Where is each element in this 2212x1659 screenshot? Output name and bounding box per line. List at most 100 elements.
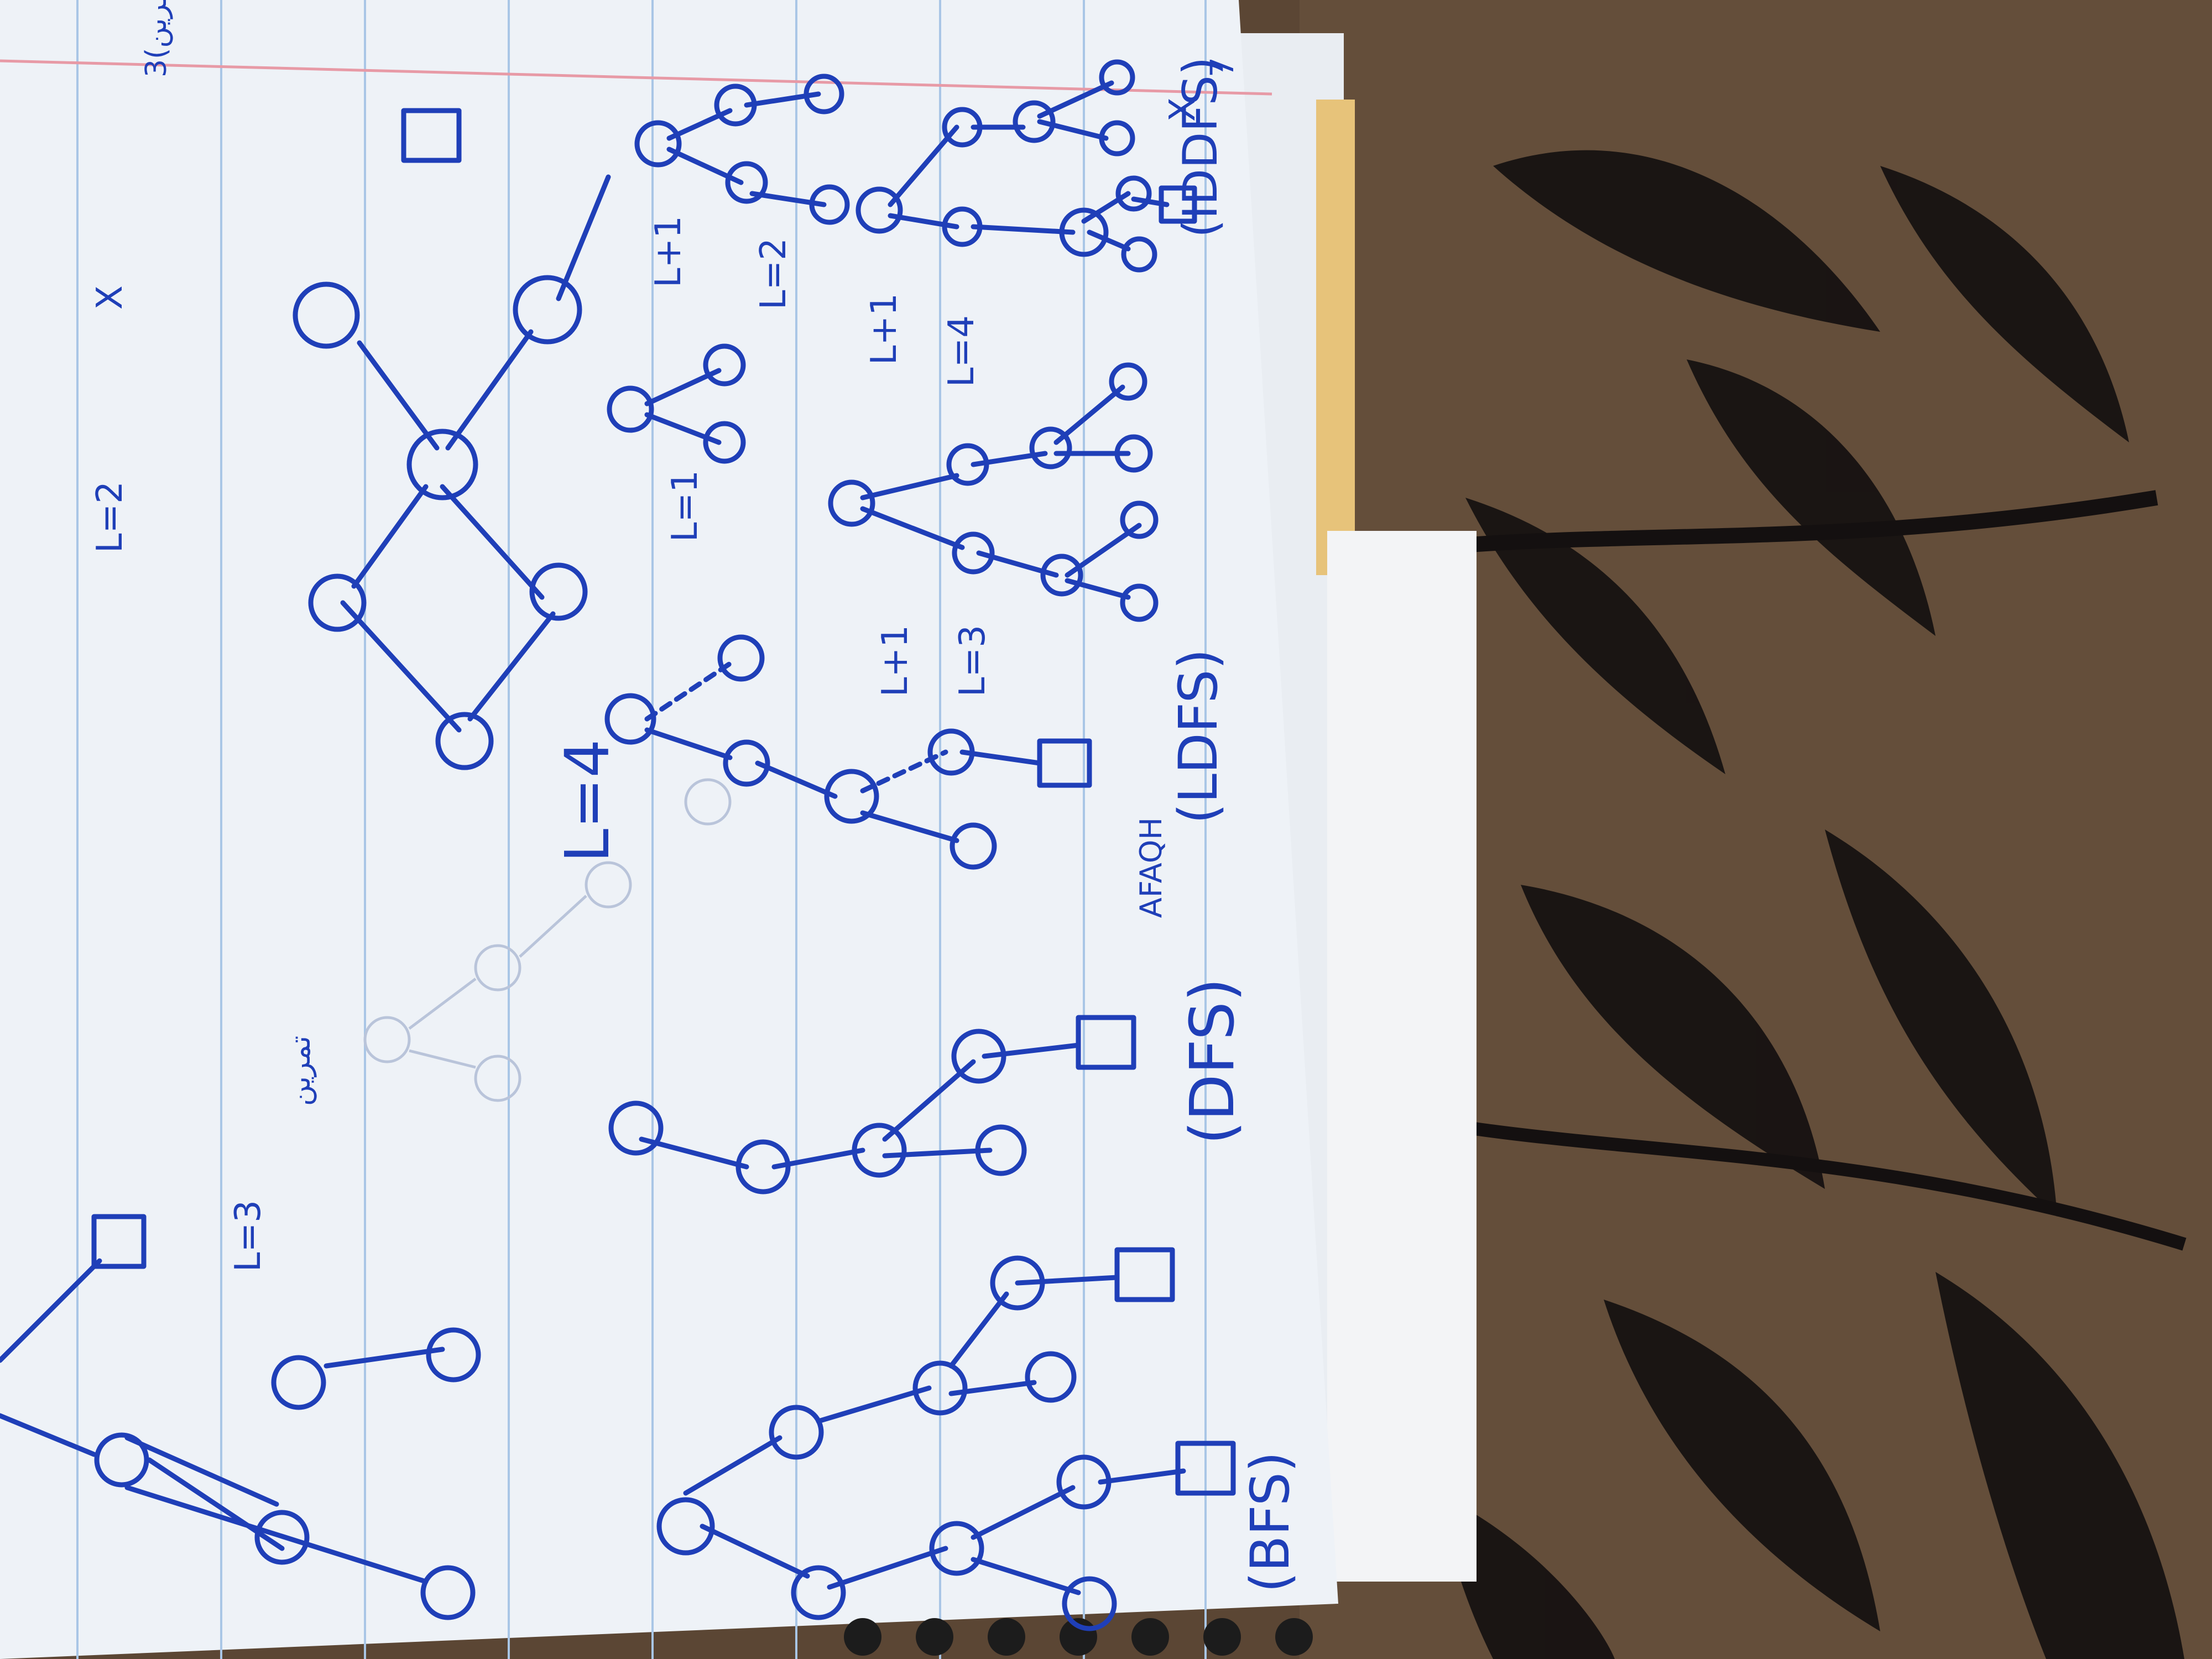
dfs-node-a (735, 1139, 791, 1194)
iddfs3-node-c1 (1040, 554, 1083, 597)
page-surface (0, 0, 1338, 1659)
label-iddfs: (IDDFS) (1173, 57, 1228, 238)
label-l3: L=3 (228, 1200, 269, 1272)
ldfs-node-c (824, 769, 879, 824)
bfs-tree (656, 1247, 1236, 1631)
iddfs3-node-b (946, 443, 989, 486)
iddfs1-node-b (703, 343, 746, 387)
iddfs3-node-a (952, 531, 995, 575)
sticker-text: AFAQH (1134, 817, 1168, 918)
iddfs3-node-e1 (1120, 500, 1159, 539)
graph-node-b (529, 562, 588, 621)
iddfs2-node-c1 (809, 184, 850, 225)
label-l1: L=1 (665, 470, 706, 542)
iddfs3-node-d2 (1114, 434, 1153, 473)
ldfs-tree (604, 634, 1092, 870)
ldfs-node-g (1037, 738, 1092, 788)
node-d (420, 1565, 476, 1620)
label-l4-iddfs: L=4 (941, 315, 982, 387)
iddfs4-node-c1 (1059, 207, 1109, 257)
iddfs4-node-g (1159, 185, 1197, 224)
graph-node-s (435, 712, 494, 770)
label-ldfs: (LDFS) (1167, 649, 1229, 824)
iddfs2-node-a (725, 161, 768, 204)
spiral-binding (844, 1618, 1313, 1656)
label-l4: L=4 (552, 739, 623, 863)
iddfs3-node-s (828, 479, 875, 527)
tree-fragment-top (0, 1214, 481, 1620)
iddfs1-node-a (703, 421, 746, 464)
x-mark-iddfs: X (1162, 97, 1203, 122)
ldfs-node-s (604, 693, 656, 745)
x-mark-top: X (90, 285, 131, 310)
bfs-node-c1 (912, 1360, 968, 1416)
label-lplus1-c: L+1 (864, 293, 905, 365)
ldfs-node-a (723, 739, 770, 787)
iddfs4-node-d1 (1121, 236, 1157, 273)
label-bfs: (BFS) (1239, 1452, 1301, 1593)
bfs-node-d1 (1025, 1351, 1077, 1403)
bfs-node-d2 (1062, 1576, 1117, 1631)
handwriting (0, 59, 1236, 1631)
problem-graph (293, 108, 611, 770)
graph-node-e (513, 275, 582, 345)
iddfs4-node-c2 (1013, 100, 1056, 143)
graph-node-d (293, 281, 360, 349)
node-a (94, 1432, 149, 1488)
dfs-node-e (951, 1029, 1006, 1084)
iddfs2-node-b (714, 84, 757, 127)
node-g (91, 1214, 147, 1269)
iddfs-trees (607, 59, 1197, 622)
bfs-node-b (769, 1405, 824, 1460)
iddfs3-node-e2 (1109, 362, 1147, 401)
loose-sheet (1327, 531, 1477, 1582)
node-e (426, 1327, 481, 1383)
ldfs-node-b (717, 634, 765, 682)
label-l3-ldfs: L=3 (952, 625, 993, 697)
iddfs4-node-a (942, 206, 983, 247)
label-dfs: (DFS) (1177, 978, 1248, 1145)
ldfs-node-e (927, 728, 975, 776)
margin-line (0, 59, 1272, 96)
iddfs1-node-s (607, 385, 654, 433)
bfs-node-e1 (990, 1255, 1045, 1311)
iddfs2-node-c2 (804, 74, 844, 114)
arabic-number: 7 (1203, 57, 1241, 77)
rule-lines (76, 0, 1207, 1659)
ldfs-node-d (950, 822, 997, 870)
bfs-node-g1 (1114, 1247, 1175, 1302)
arabic-top-right: 3(تمرين) (140, 0, 173, 77)
bfs-node-s (656, 1497, 715, 1556)
rotated-labels: L=2 L=3 L=4 L=1 L+1 L+1 L+1 L=2 L=3 L=4 … (90, 0, 1301, 1593)
node-c (271, 1355, 326, 1410)
dfs-node-c (852, 1123, 907, 1178)
dfs-tree (608, 1015, 1136, 1194)
yellow-tab (1316, 100, 1355, 575)
iddfs3-node-d1 (1120, 583, 1159, 622)
dfs-node-s (608, 1100, 664, 1156)
graph-node-g (401, 108, 462, 163)
leaf-pattern (1438, 150, 2184, 1659)
graph-node-a (308, 573, 367, 632)
iddfs4-node-e2 (1099, 59, 1135, 96)
bleed-through-graph (363, 778, 732, 1102)
bfs-node-g2 (1175, 1441, 1236, 1496)
iddfs4-node-e1 (1115, 175, 1152, 212)
dfs-node-g (1076, 1015, 1136, 1070)
label-l2: L=2 (90, 481, 131, 553)
node-b (254, 1510, 310, 1565)
dfs-node-d (975, 1124, 1027, 1176)
label-l2-iddfs: L=2 (753, 238, 794, 310)
bfs-node-c2 (929, 1521, 984, 1576)
iddfs4-node-b (942, 107, 983, 148)
label-lplus1-a: L+1 (648, 216, 689, 288)
graph-node-c (406, 429, 478, 500)
iddfs4-node-s (855, 186, 903, 234)
iddfs4-node-d2 (1099, 120, 1135, 156)
bfs-node-e2 (1056, 1454, 1112, 1510)
label-lplus1-b: L+1 (875, 625, 916, 697)
iddfs3-node-c2 (1029, 426, 1072, 469)
bfs-node-a (791, 1565, 846, 1620)
